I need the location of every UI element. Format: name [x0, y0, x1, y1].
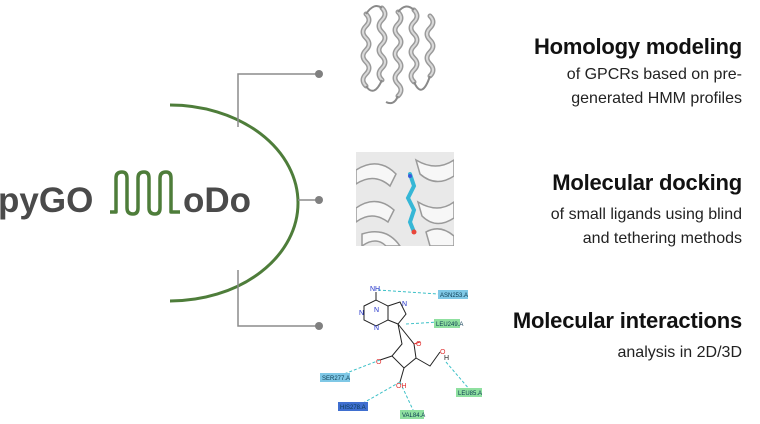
svg-text:NH: NH [370, 286, 380, 293]
feature-title-homology: Homology modeling [533, 34, 742, 59]
logo-text-suffix: oDo [183, 181, 251, 220]
interaction-diagram: NH N N N N O O OH O H ASN253.A LEU249.A … [320, 286, 482, 419]
pygomodo-logo: pyGO oDo [0, 70, 323, 330]
svg-text:N: N [374, 307, 379, 314]
svg-text:LEU85.A: LEU85.A [458, 391, 482, 397]
residue-labels: ASN253.A LEU249.A SER277.A HIS278.A VAL8… [320, 290, 482, 419]
svg-text:OH: OH [396, 383, 407, 390]
feature-desc-homology-line1: of GPCRs based on pre- [566, 66, 742, 83]
svg-text:SER277.A: SER277.A [322, 376, 350, 382]
svg-text:O: O [376, 359, 382, 366]
svg-text:H: H [444, 355, 449, 362]
svg-text:VAL84.A: VAL84.A [402, 413, 425, 419]
feature-desc-docking-line2: and tethering methods [582, 230, 742, 247]
svg-text:O: O [440, 349, 446, 356]
svg-text:N: N [402, 301, 407, 308]
connector-lines [237, 73, 318, 327]
docking-image [356, 152, 454, 246]
svg-text:O: O [416, 341, 422, 348]
feature-desc-homology-line2: generated HMM profiles [571, 90, 742, 107]
helix-glyph-icon [110, 170, 180, 216]
feature-desc-docking-line1: of small ligands using blind [550, 206, 742, 223]
connector-dots [315, 70, 323, 330]
feature-title-interactions: Molecular interactions [512, 308, 742, 333]
feature-desc-interactions-line1: analysis in 2D/3D [617, 344, 743, 361]
logo-arc [169, 103, 300, 303]
gpcr-model-image [360, 5, 436, 105]
svg-text:HIS278.A: HIS278.A [340, 405, 366, 411]
feature-title-docking: Molecular docking [552, 170, 742, 195]
svg-text:LEU249.A: LEU249.A [436, 322, 463, 328]
ligand-icon [405, 172, 417, 234]
svg-text:N: N [359, 310, 364, 317]
logo-text-prefix: pyGO [0, 181, 93, 220]
svg-text:ASN253.A: ASN253.A [440, 293, 468, 299]
svg-text:N: N [374, 325, 379, 332]
